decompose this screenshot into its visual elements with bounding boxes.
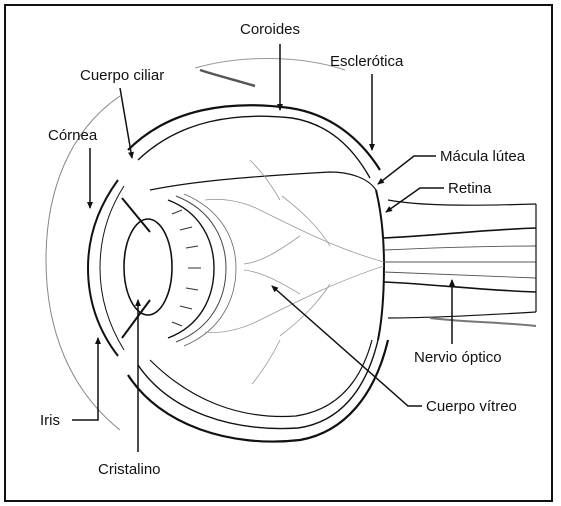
- sclera-outer-bottom: [128, 340, 388, 442]
- cornea-inner: [100, 186, 124, 350]
- label-macula-lutea: Mácula lútea: [440, 148, 526, 165]
- iris-top: [122, 198, 150, 232]
- muscle-bottom-right: [430, 318, 536, 326]
- muscle-top: [200, 70, 255, 86]
- retina-arrow: [386, 188, 444, 212]
- label-cuerpo-ciliar: Cuerpo ciliar: [80, 67, 164, 84]
- nerve-sheath-bottom: [388, 312, 536, 318]
- optic-nerve-top: [384, 228, 536, 238]
- ciliary-folds: [168, 200, 214, 338]
- lens-shape: [124, 219, 172, 315]
- cuerpo-vitreo-arrow: [272, 286, 422, 406]
- label-iris: Iris: [40, 412, 60, 429]
- retinal-vessels: [205, 160, 384, 384]
- posterior-wall: [376, 190, 384, 340]
- outer-outline-top: [195, 58, 345, 70]
- choroid-wall: [138, 116, 370, 178]
- label-cristalino: Cristalino: [98, 461, 161, 478]
- label-retina: Retina: [448, 180, 492, 197]
- labels: Coroides Cuerpo ciliar Esclerótica Córne…: [40, 21, 526, 478]
- iris-bottom: [122, 300, 150, 338]
- sclera-outer: [128, 105, 380, 170]
- label-esclerotica: Esclerótica: [330, 53, 404, 70]
- eyeball-illustration: [46, 58, 536, 441]
- label-cornea: Córnea: [48, 127, 98, 144]
- optic-nerve-bottom: [384, 282, 536, 292]
- outer-outline: [46, 96, 120, 430]
- cuerpo-ciliar-arrow: [120, 88, 132, 158]
- label-cuerpo-vitreo: Cuerpo vítreo: [426, 398, 517, 415]
- label-nervio-optico: Nervio óptico: [414, 349, 502, 366]
- label-coroides: Coroides: [240, 21, 300, 38]
- macula-lutea-arrow: [378, 156, 436, 184]
- nerve-sheath-top: [388, 200, 536, 205]
